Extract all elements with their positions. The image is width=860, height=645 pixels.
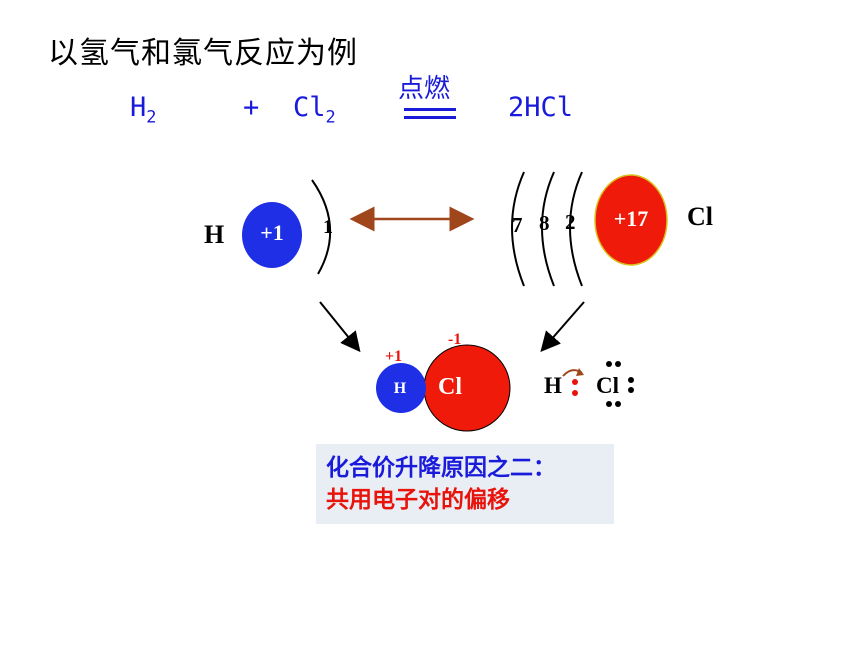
chlorine-nucleus-charge: +17 [614, 206, 649, 231]
lewis-shared-electron-red [572, 390, 578, 396]
info-line-2: 共用电子对的偏移 [326, 487, 510, 513]
molecule-h-label: H [394, 380, 407, 397]
lewis-electron [615, 361, 621, 367]
lewis-cl: Cl [596, 373, 619, 398]
lewis-h: H [544, 373, 562, 398]
hydrogen-nucleus-charge: +1 [260, 220, 284, 245]
arrow-h-to-molecule [319, 301, 361, 353]
lewis-electron [606, 401, 612, 407]
lewis-electron [615, 401, 621, 407]
reaction-condition: 点燃 [398, 74, 451, 104]
equation-cl2: Cl2 [293, 92, 336, 128]
chlorine-shell-middle [541, 171, 555, 287]
hydrogen-shell [311, 179, 332, 275]
equals-line-bottom [404, 116, 456, 119]
molecule-h-atom [376, 363, 426, 413]
equation-plus: + [243, 92, 260, 123]
lewis-electron [628, 377, 634, 383]
chlorine-nucleus [594, 174, 668, 266]
info-box: 化合价升降原因之二： 共用电子对的偏移 [316, 444, 614, 524]
molecule-cl-label: Cl [438, 374, 462, 400]
equals-line-top [404, 108, 456, 111]
equation-product: 2HCl [508, 92, 574, 123]
chlorine-shell-inner [569, 171, 583, 287]
chlorine-shell-8: 8 [539, 211, 550, 235]
equation-h2: H2 [130, 92, 157, 128]
molecule-cl-atom [423, 344, 511, 432]
lewis-shared-electron-red [572, 379, 578, 385]
info-line-1: 化合价升降原因之二： [326, 455, 556, 481]
chlorine-shell-2: 2 [565, 210, 576, 234]
hydrogen-shell-electrons: 1 [323, 216, 333, 238]
hydrogen-symbol: H [204, 220, 224, 249]
chlorine-shell-outer [511, 171, 525, 287]
arrow-cl-to-lewis [540, 301, 585, 353]
lewis-electron [606, 361, 612, 367]
lewis-shift-arrowhead [576, 368, 584, 376]
page-title: 以氢气和氯气反应为例 [48, 36, 358, 71]
molecule-h-charge: +1 [385, 348, 402, 365]
chlorine-symbol: Cl [687, 202, 713, 231]
molecule-cl-charge: -1 [448, 331, 461, 348]
chlorine-shell-7: 7 [512, 213, 523, 237]
lewis-electron [628, 387, 634, 393]
hydrogen-nucleus [242, 202, 302, 268]
